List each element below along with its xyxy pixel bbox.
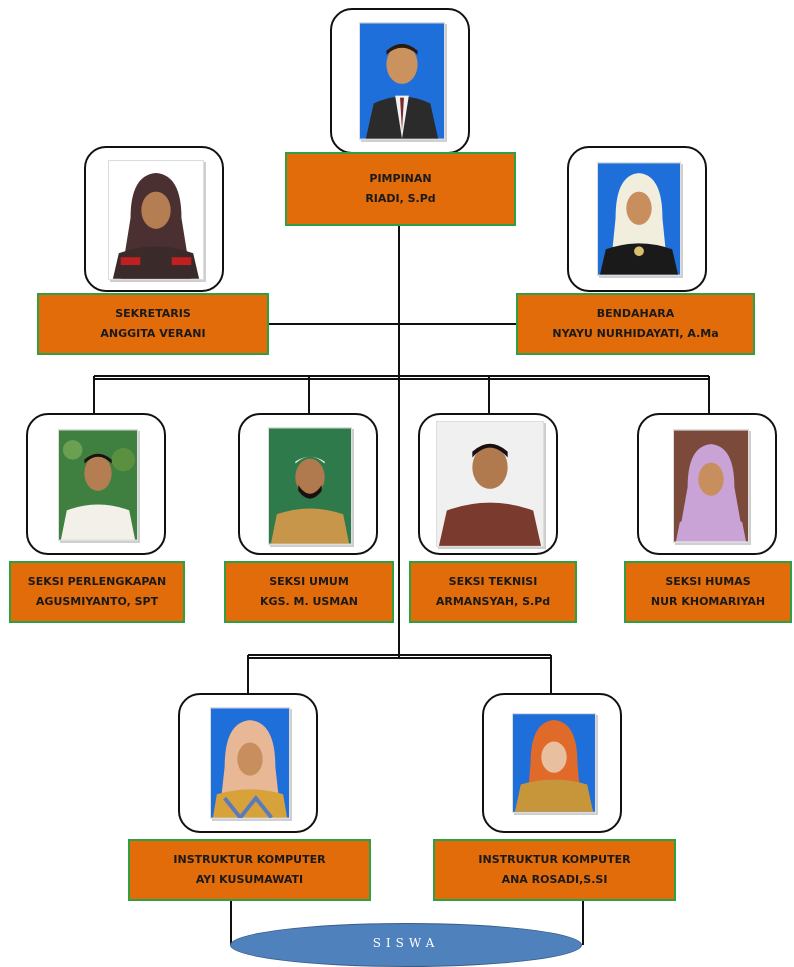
- role-box-pimpinan[interactable]: PIMPINAN RIADI, S.Pd: [285, 152, 516, 226]
- role-title: INSTRUKTUR KOMPUTER: [173, 853, 326, 866]
- photo-frame-pimpinan: [330, 8, 470, 154]
- role-box-bendahara[interactable]: BENDAHARA NYAYU NURHIDAYATI, A.Ma: [516, 293, 755, 355]
- person-name: ANA ROSADI,S.SI: [501, 873, 608, 886]
- photo-instruktur-1: [210, 707, 290, 819]
- photo-frame-instruktur-1: [178, 693, 318, 833]
- role-box-seksi-perlengkapan[interactable]: SEKSI PERLENGKAPAN AGUSMIYANTO, SPT: [9, 561, 185, 623]
- person-portrait-icon: [211, 708, 289, 818]
- role-title: SEKSI UMUM: [269, 575, 349, 588]
- person-portrait-icon: [437, 422, 543, 546]
- person-name: NUR KHOMARIYAH: [650, 595, 766, 608]
- person-portrait-icon: [513, 714, 595, 812]
- person-name: ARMANSYAH, S.Pd: [435, 595, 551, 608]
- role-title: PIMPINAN: [369, 172, 432, 185]
- person-portrait-icon: [269, 428, 351, 544]
- photo-seksi-teknisi: [436, 421, 544, 547]
- person-portrait-icon: [360, 23, 444, 139]
- siswa-node[interactable]: SISWA: [230, 923, 582, 967]
- role-box-instruktur-2[interactable]: INSTRUKTUR KOMPUTER ANA ROSADI,S.SI: [433, 839, 676, 901]
- role-title: SEKSI HUMAS: [665, 575, 751, 588]
- person-portrait-icon: [598, 163, 680, 275]
- photo-frame-seksi-teknisi: [418, 413, 558, 555]
- person-portrait-icon: [59, 430, 137, 540]
- photo-seksi-perlengkapan: [58, 429, 138, 541]
- role-title: INSTRUKTUR KOMPUTER: [478, 853, 631, 866]
- photo-pimpinan: [359, 22, 445, 140]
- photo-frame-bendahara: [567, 146, 707, 292]
- person-portrait-icon: [109, 161, 203, 279]
- photo-bendahara: [597, 162, 681, 276]
- person-name: NYAYU NURHIDAYATI, A.Ma: [552, 327, 719, 340]
- person-name: KGS. M. USMAN: [260, 595, 358, 608]
- photo-seksi-umum: [268, 427, 352, 545]
- person-name: AGUSMIYANTO, SPT: [35, 595, 159, 608]
- role-title: SEKSI PERLENGKAPAN: [27, 575, 167, 588]
- photo-seksi-humas: [673, 429, 749, 543]
- role-title: SEKSI TEKNISI: [448, 575, 538, 588]
- role-box-seksi-humas[interactable]: SEKSI HUMAS NUR KHOMARIYAH: [624, 561, 792, 623]
- photo-frame-instruktur-2: [482, 693, 622, 833]
- role-box-seksi-umum[interactable]: SEKSI UMUM KGS. M. USMAN: [224, 561, 394, 623]
- role-title: BENDAHARA: [596, 307, 675, 320]
- photo-instruktur-2: [512, 713, 596, 813]
- siswa-label: SISWA: [372, 936, 440, 950]
- person-portrait-icon: [674, 430, 748, 542]
- person-name: ANGGITA VERANI: [100, 327, 206, 340]
- photo-frame-sekretaris: [84, 146, 224, 292]
- person-name: RIADI, S.Pd: [365, 192, 436, 205]
- role-box-sekretaris[interactable]: SEKRETARIS ANGGITA VERANI: [37, 293, 269, 355]
- role-title: SEKRETARIS: [115, 307, 191, 320]
- photo-frame-seksi-humas: [637, 413, 777, 555]
- person-name: AYI KUSUMAWATI: [195, 873, 304, 886]
- photo-frame-seksi-perlengkapan: [26, 413, 166, 555]
- role-box-instruktur-1[interactable]: INSTRUKTUR KOMPUTER AYI KUSUMAWATI: [128, 839, 371, 901]
- photo-frame-seksi-umum: [238, 413, 378, 555]
- photo-sekretaris: [108, 160, 204, 280]
- role-box-seksi-teknisi[interactable]: SEKSI TEKNISI ARMANSYAH, S.Pd: [409, 561, 577, 623]
